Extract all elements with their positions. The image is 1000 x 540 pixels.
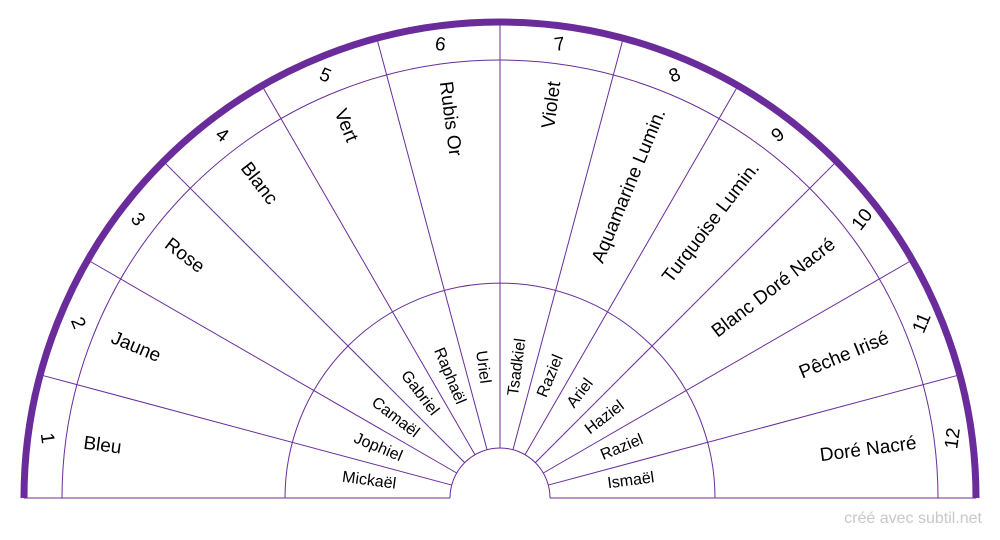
sector-angel-name: Raziel (534, 352, 567, 400)
inner-ring (449, 447, 551, 499)
sector-color-name: Jaune (108, 328, 164, 367)
sector-angel-name: Mickaël (341, 469, 397, 493)
sector-number: 1 (36, 432, 58, 445)
sector-color-name: Rose (160, 234, 208, 278)
sector-color-name: Rubis Or (435, 80, 466, 158)
sector-divider (87, 259, 457, 474)
sector-color-name: Bleu (82, 433, 122, 459)
sector-number: 11 (909, 310, 936, 336)
sector-angel-name: Ismaël (606, 469, 655, 492)
sector-color-name: Vert (330, 106, 363, 146)
sector-divider (376, 38, 488, 450)
sector-number: 8 (666, 64, 684, 87)
sector-number: 10 (848, 205, 878, 235)
sector-angel-name: Camaël (368, 394, 422, 441)
sector-color-name: Doré Nacré (819, 433, 918, 467)
sector-angel-name: Raphaël (430, 345, 469, 407)
sector-color-name: Violet (538, 80, 565, 130)
sector-number: 4 (211, 124, 233, 147)
sector-angel-name: Jophiel (351, 430, 404, 465)
sector-color-name: Turquoise Lumin. (658, 158, 764, 287)
sector-color-name: Pêche Irisé (796, 328, 892, 384)
sector-color-name: Blanc Doré Nacré (708, 234, 840, 342)
sector-angel-name: Tsadkiel (505, 337, 529, 397)
credit-text: créé avec subtil.net (844, 510, 982, 527)
sector-number: 5 (316, 64, 334, 87)
sector-divider (524, 85, 739, 455)
sector-number: 6 (434, 34, 447, 56)
sector-divider (535, 161, 837, 463)
sector-divider (548, 374, 960, 486)
sector-number: 12 (941, 426, 965, 450)
sector-number: 3 (126, 209, 149, 230)
sector-color-name: Aquamarine Lumin. (588, 106, 670, 266)
sector-divider (40, 374, 452, 486)
sector-angel-name: Haziel (582, 397, 628, 438)
sector-color-name: Blanc (236, 158, 282, 208)
sector-number: 7 (553, 34, 566, 56)
sector-angel-name: Uriel (472, 350, 493, 385)
sector-angel-name: Gabriel (397, 368, 442, 419)
sector-number: 2 (66, 314, 89, 332)
sector-divider (512, 38, 624, 450)
sector-divider (261, 85, 476, 455)
sector-angel-name: Raziel (598, 431, 646, 464)
sector-divider (543, 259, 913, 474)
dial-sector-dividers (40, 22, 960, 486)
sector-divider (163, 161, 465, 463)
sector-number: 9 (768, 124, 789, 147)
